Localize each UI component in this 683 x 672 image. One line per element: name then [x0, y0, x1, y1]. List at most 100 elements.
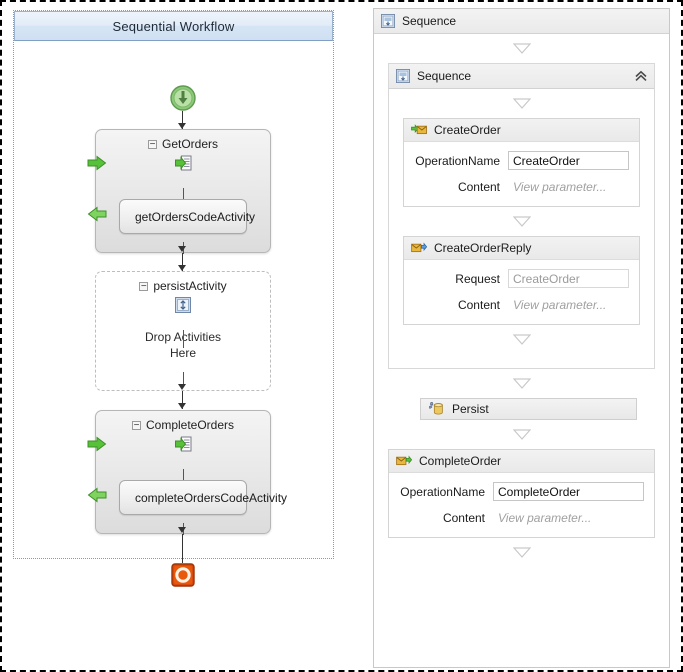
connector	[182, 111, 183, 129]
page-title: Sequential Workflow	[112, 18, 235, 34]
connector-arrow	[178, 527, 186, 533]
green-right-arrow-icon	[87, 155, 107, 171]
field-content: Content View parameter...	[408, 177, 629, 196]
activity-get-orders-code[interactable]: getOrdersCodeActivity	[119, 199, 255, 234]
inner-sequence-header[interactable]: Sequence	[389, 64, 654, 89]
content-parameter-link[interactable]: View parameter...	[513, 298, 607, 312]
connector-arrow	[178, 403, 186, 409]
activity-get-orders[interactable]: −GetOrders	[87, 129, 271, 254]
persist-activity-icon	[175, 297, 191, 313]
collapse-toggle-icon[interactable]: −	[139, 281, 149, 292]
wf4-sequence-panel: Sequence Sequence	[373, 8, 670, 668]
activity-title: −persistActivity	[96, 272, 270, 293]
drop-hint-line-2: Here	[169, 346, 196, 360]
card-header: CompleteOrder	[389, 450, 654, 473]
content-parameter-link[interactable]: View parameter...	[513, 180, 607, 194]
send-reply-message-icon	[411, 242, 427, 253]
inner-connector	[183, 330, 184, 348]
card-title: CompleteOrder	[419, 454, 502, 468]
collapse-toggle-icon[interactable]: −	[131, 420, 141, 431]
drop-target[interactable]	[389, 207, 654, 236]
drop-target[interactable]	[374, 420, 669, 449]
card-body: OperationName CompleteOrder Content View…	[389, 473, 654, 537]
drop-target-triangle-icon	[512, 547, 531, 558]
connector-arrow	[178, 246, 186, 252]
activity-title: −GetOrders	[96, 130, 270, 151]
connector-arrow	[178, 123, 186, 129]
drop-target[interactable]	[389, 89, 654, 118]
green-left-arrow-icon	[87, 206, 107, 222]
chevron-double-up-icon[interactable]	[634, 69, 648, 83]
persist-label: Persist	[452, 402, 489, 416]
green-right-arrow-icon	[87, 436, 107, 452]
activity-label: completeOrdersCodeActivity	[135, 490, 288, 505]
activity-name: GetOrders	[161, 137, 218, 151]
workflow-canvas[interactable]: −GetOrders	[14, 41, 333, 587]
field-label: Request	[455, 271, 500, 286]
card-body: OperationName CreateOrder Content View p…	[404, 142, 639, 206]
activity-name: CompleteOrders	[145, 418, 235, 432]
drop-target[interactable]	[389, 325, 654, 354]
drop-target-triangle-icon	[512, 378, 531, 389]
activity-card-create-order-reply[interactable]: CreateOrderReply Request CreateOrder Con…	[403, 236, 640, 325]
activity-card-complete-order[interactable]: CompleteOrder OperationName CompleteOrde…	[388, 449, 655, 538]
workflow-header: Sequential Workflow	[14, 11, 333, 41]
card-header: CreateOrder	[404, 119, 639, 142]
activity-persist-row[interactable]: Persist	[420, 398, 637, 420]
field-operation-name: OperationName CreateOrder	[408, 151, 629, 170]
sequence-title: Sequence	[402, 14, 457, 28]
sequence-title: Sequence	[417, 69, 472, 83]
content-parameter-link[interactable]: View parameter...	[498, 511, 592, 525]
connector	[182, 391, 183, 409]
green-left-arrow-icon	[87, 487, 107, 503]
field-content: Content View parameter...	[393, 508, 644, 527]
activity-card-create-order[interactable]: CreateOrder OperationName CreateOrder Co…	[403, 118, 640, 207]
field-operation-name: OperationName CompleteOrder	[393, 482, 644, 501]
drop-target[interactable]	[374, 34, 669, 63]
activity-name: persistActivity	[153, 279, 227, 293]
field-label: OperationName	[400, 484, 485, 499]
activity-label: getOrdersCodeActivity	[135, 209, 256, 224]
field-label: Content	[457, 179, 500, 194]
activity-type-icon-row	[96, 155, 270, 173]
field-label: OperationName	[415, 153, 500, 168]
sequence-icon	[381, 14, 395, 28]
operation-name-input[interactable]: CompleteOrder	[493, 482, 644, 501]
drop-target-triangle-icon	[512, 43, 531, 54]
request-input[interactable]: CreateOrder	[508, 269, 629, 288]
drop-target-triangle-icon	[512, 216, 531, 227]
sequential-workflow-panel: Sequential Workflow	[13, 10, 334, 587]
field-request: Request CreateOrder	[408, 269, 629, 288]
start-green-arrow-icon	[170, 85, 196, 111]
inner-sequence[interactable]: Sequence	[388, 63, 655, 369]
field-label: Content	[442, 510, 485, 525]
field-label: Content	[457, 297, 500, 312]
connector	[182, 534, 183, 563]
drop-target[interactable]	[374, 369, 669, 398]
stop-red-icon	[171, 563, 195, 587]
card-title: CreateOrder	[434, 123, 501, 137]
activity-title: −CompleteOrders	[96, 411, 270, 432]
receive-message-icon	[411, 124, 427, 135]
outer-sequence-header[interactable]: Sequence	[374, 9, 669, 34]
activity-persist[interactable]: −persistActivity Drop Activities Here	[95, 271, 271, 391]
drop-target-triangle-icon	[512, 429, 531, 440]
connector	[182, 253, 183, 271]
field-content: Content View parameter...	[408, 295, 629, 314]
drop-target-triangle-icon	[512, 334, 531, 345]
drop-target-triangle-icon	[512, 98, 531, 109]
inner-connector	[183, 372, 184, 384]
persist-database-icon	[429, 402, 443, 415]
collapse-toggle-icon[interactable]: −	[147, 139, 157, 150]
activity-complete-orders-code[interactable]: completeOrdersCodeActivity	[119, 480, 287, 515]
sequence-icon	[396, 69, 410, 83]
receive-activity-icon	[174, 436, 191, 452]
outer-sequence-body: Sequence	[374, 34, 669, 567]
connector-arrow	[178, 265, 186, 271]
receive-activity-icon	[174, 155, 191, 171]
operation-name-input[interactable]: CreateOrder	[508, 151, 629, 170]
drop-target[interactable]	[374, 538, 669, 567]
card-title: CreateOrderReply	[434, 241, 532, 255]
activity-complete-orders[interactable]: −CompleteOrders	[87, 410, 287, 535]
